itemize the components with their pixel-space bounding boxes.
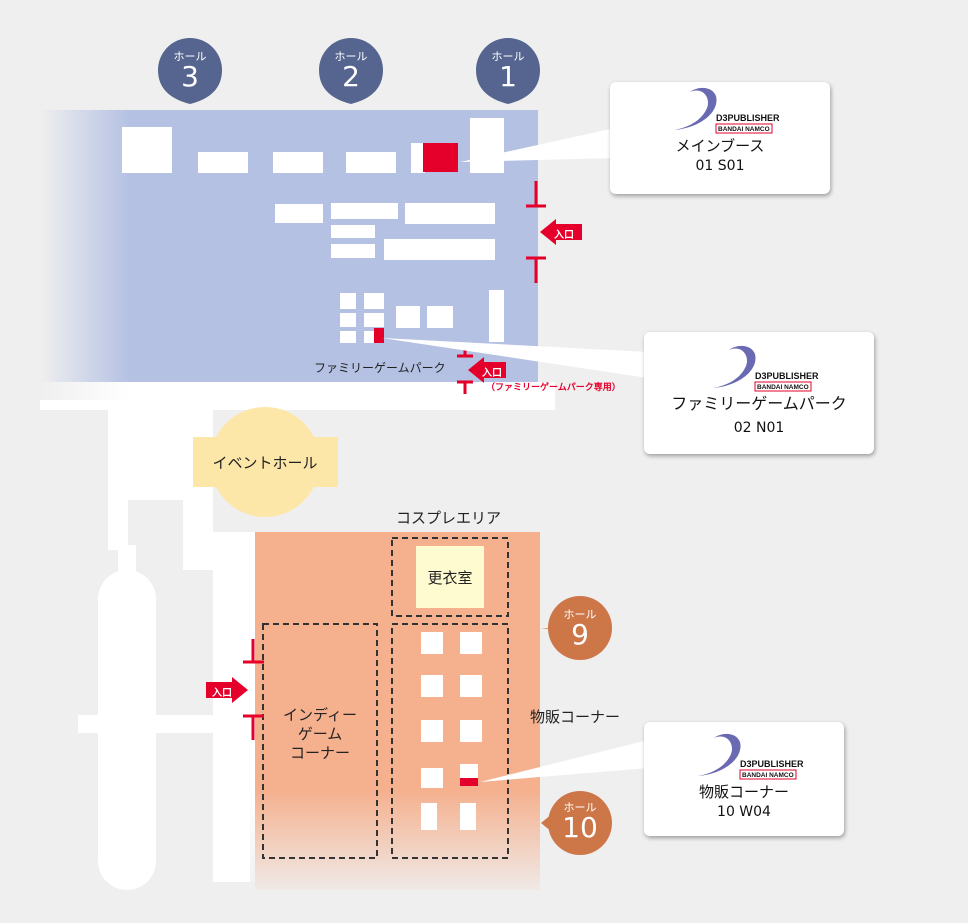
svg-text:BANDAI NAMCO: BANDAI NAMCO [742, 772, 794, 779]
merch-booth-name: 物販コーナー [698, 783, 789, 801]
changing-room [416, 546, 484, 608]
entrance-label-main: 入口 [554, 230, 574, 241]
cosplay-area-label: コスプレエリア [396, 509, 502, 527]
callout-main-booth[interactable]: D3PUBLISHER BANDAI NAMCO メインブース 01 S01 [610, 82, 830, 194]
hall-3-number: 3 [181, 60, 199, 93]
svg-text:BANDAI NAMCO: BANDAI NAMCO [757, 384, 809, 391]
hall-pins [158, 38, 612, 855]
merch-booth-marker[interactable] [460, 778, 478, 786]
hall-10-label: ホール [563, 801, 597, 814]
cosplay-area-zone [391, 537, 509, 617]
family-booth-marker[interactable] [374, 328, 384, 343]
hall-2-label: ホール [334, 50, 368, 63]
entrance-doors [243, 181, 546, 740]
indie-game-zone [262, 623, 378, 859]
family-game-park-label: ファミリーゲームパーク [314, 361, 446, 375]
hall-10-number: 10 [562, 811, 598, 844]
callout-merch-booth[interactable]: D3PUBLISHER BANDAI NAMCO 物販コーナー 10 W04 [644, 722, 844, 836]
d3p-logo: D3PUBLISHER BANDAI NAMCO [698, 733, 804, 780]
merch-booth-code: 10 W04 [717, 804, 771, 820]
family-booth-name: ファミリーゲームパーク [671, 394, 847, 413]
logo-text-bandai: BANDAI NAMCO [718, 126, 770, 133]
event-hall [193, 407, 338, 517]
merch-zone [391, 623, 509, 859]
svg-text:D3PUBLISHER: D3PUBLISHER [740, 759, 804, 769]
callout-family-booth[interactable]: D3PUBLISHER BANDAI NAMCO ファミリーゲームパーク 02 … [644, 332, 874, 454]
main-booth-name: メインブース [675, 137, 765, 155]
hall-3-label: ホール [173, 50, 207, 63]
merch-booths [421, 632, 482, 830]
main-booth-code: 01 S01 [695, 158, 745, 174]
hall-1-number: 1 [499, 60, 517, 93]
svg-text:D3PUBLISHER: D3PUBLISHER [755, 371, 819, 381]
hall-2-number: 2 [342, 60, 360, 93]
d3p-logo: D3PUBLISHER BANDAI NAMCO [674, 87, 780, 134]
event-hall-label: イベントホール [212, 454, 318, 472]
north-hall-booths [122, 118, 504, 343]
merch-corner-label: 物販コーナー [530, 708, 621, 726]
hall-1-label: ホール [491, 50, 525, 63]
hall-9-number: 9 [571, 618, 589, 651]
entrance-arrow-main [540, 219, 582, 245]
indie-game-label-1: インディー [283, 706, 357, 724]
family-booth-code: 02 N01 [733, 420, 785, 436]
d3p-logo: D3PUBLISHER BANDAI NAMCO [713, 345, 819, 392]
entrance-arrow-family [468, 357, 506, 383]
logo-text-d3p: D3PUBLISHER [716, 113, 780, 123]
entrance-label-west: 入口 [212, 688, 232, 699]
indie-game-label-2: ゲーム [297, 725, 343, 743]
changing-room-label: 更衣室 [427, 569, 473, 587]
entrance-label-family: 入口 [482, 368, 502, 379]
hall-9-label: ホール [563, 608, 597, 621]
indie-game-label-3: コーナー [289, 744, 350, 762]
family-entrance-note: （ファミリーゲームパーク専用） [486, 383, 621, 393]
callout-pointers [382, 128, 648, 782]
main-booth-marker[interactable] [423, 143, 458, 172]
entrance-arrow-west [206, 677, 248, 703]
